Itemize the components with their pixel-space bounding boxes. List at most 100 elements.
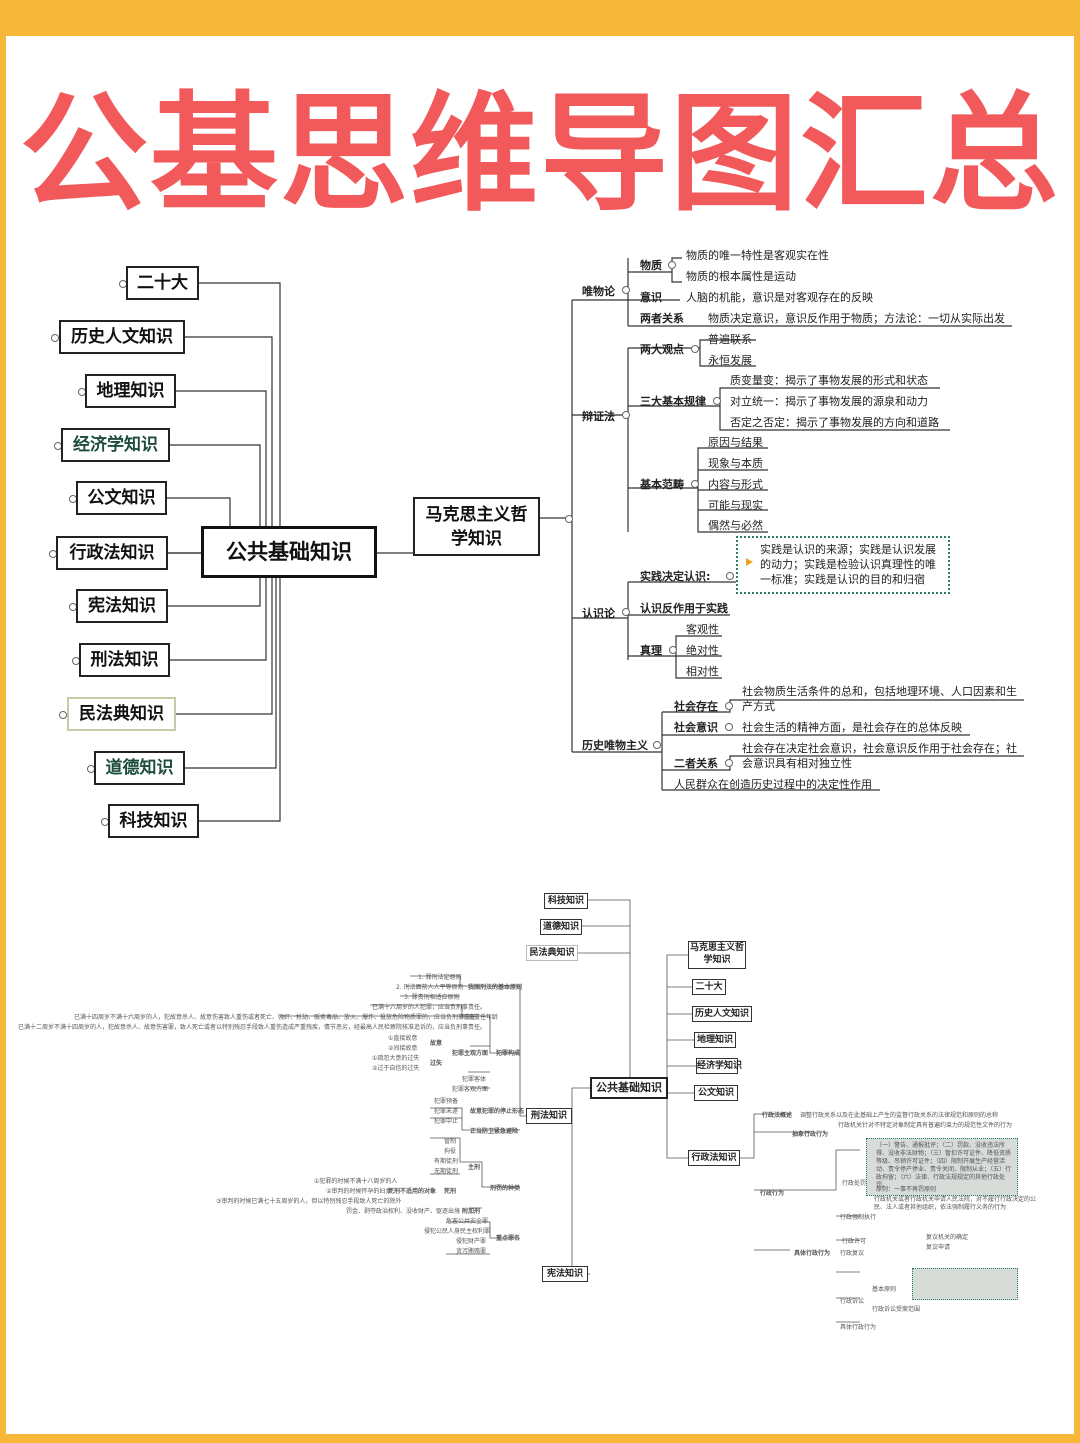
- penalty-box: [866, 1138, 1018, 1196]
- admin-penalty-label: 行政处罚: [842, 1180, 867, 1187]
- admin-abstract-text: 行政机关针对不特定对象制定具有普遍约束力的规范性文件的行为: [838, 1122, 1013, 1129]
- truth-item: 客观性: [686, 623, 719, 636]
- matter-label: 物质: [640, 259, 662, 272]
- truth-item: 绝对性: [686, 644, 719, 657]
- node-dot: [669, 646, 677, 654]
- crim-principle: 3. 罪责刑相适应原则: [404, 994, 460, 1001]
- admin-overview-text: 调整行政关系以及在此基础上产生的监督行政关系的法律规范和原则的总称: [800, 1112, 999, 1119]
- node-dot: [725, 702, 733, 710]
- crim-responsibility-age: 刑事责任年龄: [462, 1014, 499, 1021]
- mini-branch-technology[interactable]: 科技知识: [544, 893, 588, 909]
- admin-overview-label: 行政法概述: [762, 1112, 793, 1119]
- mini-branch-civil-code[interactable]: 民法典知识: [526, 945, 578, 961]
- crim-constitution: 犯罪构成: [496, 1050, 521, 1057]
- admin-recon-item: 复议申请: [926, 1244, 951, 1251]
- mini-branch-criminal-law[interactable]: 刑法知识: [526, 1108, 572, 1124]
- branch-economics[interactable]: 经济学知识: [61, 428, 170, 462]
- crim-object: 犯罪客体: [462, 1076, 487, 1083]
- categories-label: 基本范畴: [640, 478, 684, 491]
- crim-age: 已满十四周岁不满十六周岁的人，犯故意杀人、故意伤害致人重伤或者死亡、强奸、抢劫、…: [74, 1014, 483, 1021]
- crim-punishment: 刑罚的种类: [490, 1185, 521, 1192]
- node-dot: [713, 397, 721, 405]
- admin-act-label: 行政行为: [760, 1190, 785, 1197]
- mini-branch-economics[interactable]: 经济学知识: [696, 1058, 742, 1074]
- admin-enforce-text: 行政机关或者行政机关申请人民法院，对不履行行政决定的公民、法人或者其他组织，依法…: [874, 1196, 1037, 1211]
- relation-label: 两者关系: [640, 312, 684, 325]
- crim-stages-label: 故意犯罪的停止形态: [470, 1108, 525, 1115]
- node-dot: [622, 411, 630, 419]
- node-dot: [59, 711, 67, 719]
- crim-principle: 2. 刑法面前人人平等原则: [396, 984, 464, 991]
- admin-recon-label: 行政复议: [840, 1250, 865, 1257]
- crim-supplementary: 附加刑: [462, 1208, 481, 1215]
- node-dot: [653, 741, 661, 749]
- mini-branch-philosophy[interactable]: 马克思主义哲学知识: [688, 941, 746, 969]
- reaction-label: 认识反作用于实践: [640, 602, 728, 615]
- crim-negligence-item: ①疏忽大意的过失: [372, 1055, 420, 1062]
- crim-intent-item: ②间接故意: [388, 1045, 418, 1052]
- branch-documents[interactable]: 公文知识: [76, 481, 167, 515]
- node-dot: [668, 261, 676, 269]
- branch-geography[interactable]: 地理知识: [85, 374, 176, 408]
- branch-admin-law[interactable]: 行政法知识: [56, 536, 168, 570]
- epistemology-label: 认识论: [582, 607, 615, 620]
- crim-principles-label: 我国刑法的基本原则: [468, 984, 523, 991]
- categories-item: 偶然与必然: [708, 519, 763, 532]
- mini-branch-ethics[interactable]: 道德知识: [540, 919, 582, 935]
- litigation-box: [912, 1268, 1018, 1300]
- mini-branch-history[interactable]: 历史人文知识: [692, 1006, 752, 1022]
- practice-callout: 实践是认识的来源；实践是认识发展 的动力；实践是检验认识真理性的唯 一标准；实践…: [736, 536, 950, 594]
- laws-item: 质变量变：揭示了事物发展的形式和状态: [730, 374, 928, 387]
- relation2-text: 会意识具有相对独立性: [742, 757, 852, 770]
- mini-branch-documents[interactable]: 公文知识: [694, 1085, 738, 1101]
- node-dot: [565, 515, 573, 523]
- admin-recon-item: 复议机关的确定: [926, 1234, 969, 1241]
- crim-intent-item: ①直接故意: [388, 1035, 418, 1042]
- masses-text: 人民群众在创造历史过程中的决定性作用: [674, 778, 872, 791]
- truth-label: 真理: [640, 644, 662, 657]
- mini-branch-admin-law[interactable]: 行政法知识: [688, 1150, 740, 1166]
- crim-intent: 故意: [430, 1040, 443, 1047]
- crim-stage: 犯罪未遂: [434, 1108, 459, 1115]
- crim-supplementary-text: 罚金、剥夺政治权利、没收财产、驱逐出境: [346, 1208, 461, 1215]
- mini-center-node[interactable]: 公共基础知识: [590, 1077, 668, 1099]
- crim-age: 已满十二周岁不满十四周岁的人，犯故意杀人、故意伤害罪，致人死亡或者以特别残忍手段…: [18, 1024, 487, 1031]
- admin-abstract-label: 抽象行政行为: [792, 1131, 829, 1138]
- node-dot: [725, 759, 733, 767]
- crim-age: 已满十六周岁的人犯罪，应当负刑事责任。: [372, 1004, 487, 1011]
- crim-key-crime: 侵犯公民人身民主权利罪: [424, 1228, 491, 1235]
- mini-branch-geography[interactable]: 地理知识: [694, 1032, 736, 1048]
- branch-history[interactable]: 历史人文知识: [59, 320, 185, 354]
- crim-principal: 管制: [444, 1138, 457, 1145]
- branch-ethics[interactable]: 道德知识: [94, 751, 185, 785]
- categories-item: 现象与本质: [708, 457, 763, 470]
- node-dot: [726, 572, 734, 580]
- philosophy-node[interactable]: 马克思主义哲学知识: [413, 497, 540, 556]
- mini-branch-ershida[interactable]: 二十大: [692, 979, 726, 995]
- branch-technology[interactable]: 科技知识: [108, 804, 199, 838]
- practice-label: 实践决定认识:: [640, 570, 711, 583]
- branch-constitution[interactable]: 宪法知识: [76, 589, 168, 623]
- crim-no-death: ②审判的时候怀孕的妇女: [326, 1188, 392, 1195]
- categories-item: 原因与结果: [708, 436, 763, 449]
- node-dot: [691, 480, 699, 488]
- admin-penalty-principle: 原则：一事不再罚原则: [876, 1186, 937, 1193]
- admin-lit-item: 行政诉讼受案范围: [872, 1306, 921, 1313]
- branch-criminal-law[interactable]: 刑法知识: [79, 643, 170, 677]
- branch-ershida[interactable]: 二十大: [126, 266, 199, 300]
- branch-civil-code[interactable]: 民法典知识: [67, 697, 176, 731]
- relation-text: 物质决定意识，意识反作用于物质；方法论：一切从实际出发: [708, 312, 1005, 325]
- crim-negligence: 过失: [430, 1060, 443, 1067]
- historical-label: 历史唯物主义: [582, 739, 648, 752]
- center-node[interactable]: 公共基础知识: [201, 526, 377, 578]
- page-title: 公基思维导图汇总: [19, 80, 1060, 229]
- truth-item: 相对性: [686, 665, 719, 678]
- matter-item: 物质的唯一特性是客观实在性: [686, 249, 829, 262]
- mini-branch-constitution[interactable]: 宪法知识: [542, 1266, 588, 1282]
- flag-icon: [746, 558, 753, 566]
- admin-lit-label: 行政诉讼: [840, 1298, 865, 1305]
- crim-stage: 犯罪预备: [434, 1098, 459, 1105]
- relation2-text: 社会存在决定社会意识，社会意识反作用于社会存在；社: [742, 742, 1017, 755]
- crim-principal: 无期徒刑: [434, 1168, 459, 1175]
- node-dot: [622, 608, 630, 616]
